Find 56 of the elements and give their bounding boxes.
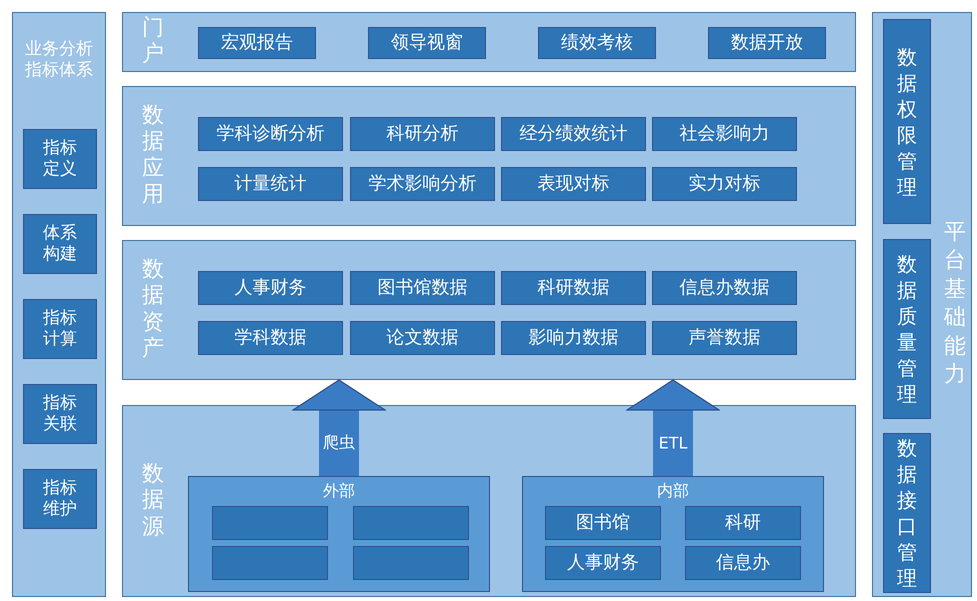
module-box: 体系构建: [23, 214, 97, 274]
module-box: 图书馆数据: [350, 271, 495, 305]
group-title: 外部: [322, 481, 356, 502]
block-arrow: [626, 379, 720, 476]
layer-panel: [122, 405, 856, 597]
layer-title: 平台基础能力: [943, 218, 967, 390]
module-box: 科研数据: [501, 271, 646, 305]
module-box: 图书馆: [545, 506, 661, 540]
layer-title: 数据资产: [141, 257, 165, 363]
module-box: 数据权限管理: [883, 19, 931, 224]
layer-panel: [122, 86, 856, 226]
layer-title: 数据源: [141, 461, 165, 541]
module-box: 指标定义: [23, 129, 97, 189]
module-box: [212, 506, 328, 540]
group-panel: [188, 476, 490, 592]
module-box: [353, 506, 469, 540]
module-box: 信息办数据: [652, 271, 797, 305]
module-box: 领导视窗: [368, 27, 486, 59]
module-box: 社会影响力: [652, 117, 797, 151]
module-box: 宏观报告: [198, 27, 316, 59]
module-box: 信息办: [685, 546, 801, 580]
module-box: 论文数据: [350, 321, 495, 355]
layer-title: 业务分析指标体系: [24, 39, 94, 82]
module-box: 人事财务: [545, 546, 661, 580]
module-box: 绩效考核: [538, 27, 656, 59]
module-box: 实力对标: [652, 167, 797, 201]
module-box: 影响力数据: [501, 321, 646, 355]
group-title: 内部: [656, 481, 690, 502]
module-box: 经分绩效统计: [501, 117, 646, 151]
block-arrow: [292, 379, 386, 476]
edge-label: ETL: [658, 434, 688, 452]
module-box: 学科数据: [198, 321, 343, 355]
layer-panel: [872, 12, 972, 597]
group-panel: [522, 476, 824, 592]
module-box: 人事财务: [198, 271, 343, 305]
layer-title: 门户: [141, 16, 165, 68]
module-box: 声誉数据: [652, 321, 797, 355]
layer-panel: [12, 12, 106, 597]
module-box: [212, 546, 328, 580]
module-box: 数据质量管理: [883, 239, 931, 419]
module-box: 学术影响分析: [350, 167, 495, 201]
module-box: 科研分析: [350, 117, 495, 151]
module-box: 指标计算: [23, 299, 97, 359]
module-box: 数据接口管理: [883, 433, 931, 593]
module-box: 数据开放: [708, 27, 826, 59]
module-box: 计量统计: [198, 167, 343, 201]
module-box: 科研: [685, 506, 801, 540]
module-box: 表现对标: [501, 167, 646, 201]
layer-title: 数据应用: [141, 103, 165, 209]
module-box: 指标维护: [23, 469, 97, 529]
module-box: 学科诊断分析: [198, 117, 343, 151]
module-box: [353, 546, 469, 580]
module-box: 指标关联: [23, 384, 97, 444]
edge-label: 爬虫: [323, 432, 355, 454]
layer-panel: [122, 240, 856, 380]
layer-panel: [122, 12, 856, 72]
